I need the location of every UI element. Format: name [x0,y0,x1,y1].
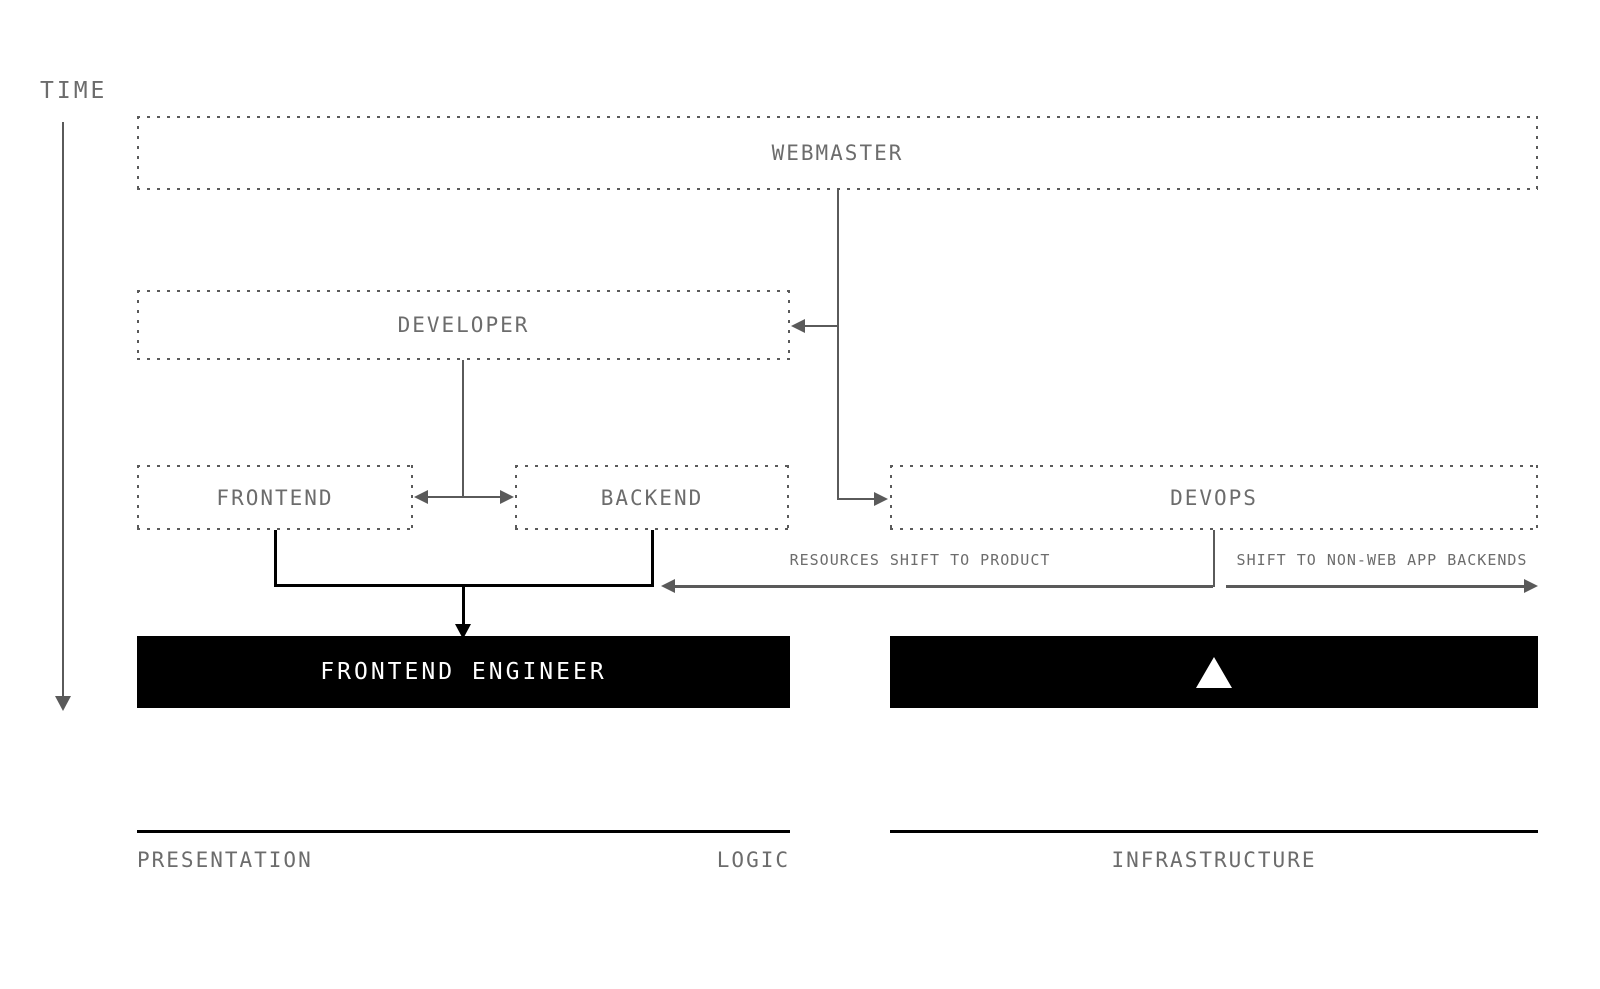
devops-drop-line [1213,530,1215,587]
frontend-engineer-box: FRONTEND ENGINEER [137,636,790,708]
frontend-engineer-arrowhead-down-icon [455,624,471,639]
triangle-up-icon [1196,656,1232,688]
presentation-label: PRESENTATION [137,848,313,872]
frontend-backend-arrow-line [426,496,502,498]
frontend-engineer-label: FRONTEND ENGINEER [320,659,607,685]
backend-box: BACKEND [515,465,789,530]
time-axis-arrowhead-down-icon [55,696,71,711]
non-web-shift-label: SHIFT TO NON-WEB APP BACKENDS [1236,551,1528,569]
frontend-arrowhead-left-icon [414,490,428,504]
backend-merge-drop-line [651,530,654,587]
developer-box: DEVELOPER [137,290,790,360]
devops-label: DEVOPS [1170,485,1258,510]
shift-arrowhead-right-icon [1524,579,1538,593]
time-axis-line [62,122,64,696]
developer-label: DEVELOPER [397,313,530,337]
backend-label: BACKEND [600,485,704,510]
devops-arrowhead-right-icon [874,492,888,506]
frontend-engineer-arrow-line [462,584,465,626]
backend-arrowhead-right-icon [500,490,514,504]
infrastructure-line [890,830,1538,833]
shift-arrowhead-left-icon [661,579,675,593]
devops-future-box [890,636,1538,708]
shift-arrow-left-segment [675,585,1213,588]
logic-label: LOGIC [716,848,790,872]
time-axis-label: TIME [40,78,108,104]
presentation-logic-line [137,830,790,833]
developer-arrowhead-left-icon [791,319,805,333]
resources-shift-label: RESOURCES SHIFT TO PRODUCT [789,551,1051,569]
devops-box: DEVOPS [890,465,1538,530]
infrastructure-label: INFRASTRUCTURE [1111,848,1317,872]
webmaster-drop-line [837,190,839,500]
webmaster-devops-line [837,498,875,500]
webmaster-label: WEBMASTER [771,141,904,165]
webmaster-box: WEBMASTER [137,116,1538,190]
developer-drop-line [462,360,464,497]
shift-arrow-right-segment [1226,585,1524,588]
frontend-label: FRONTEND [216,485,334,510]
webmaster-developer-line [804,325,838,327]
frontend-box: FRONTEND [137,465,413,530]
frontend-merge-drop-line [274,530,277,587]
